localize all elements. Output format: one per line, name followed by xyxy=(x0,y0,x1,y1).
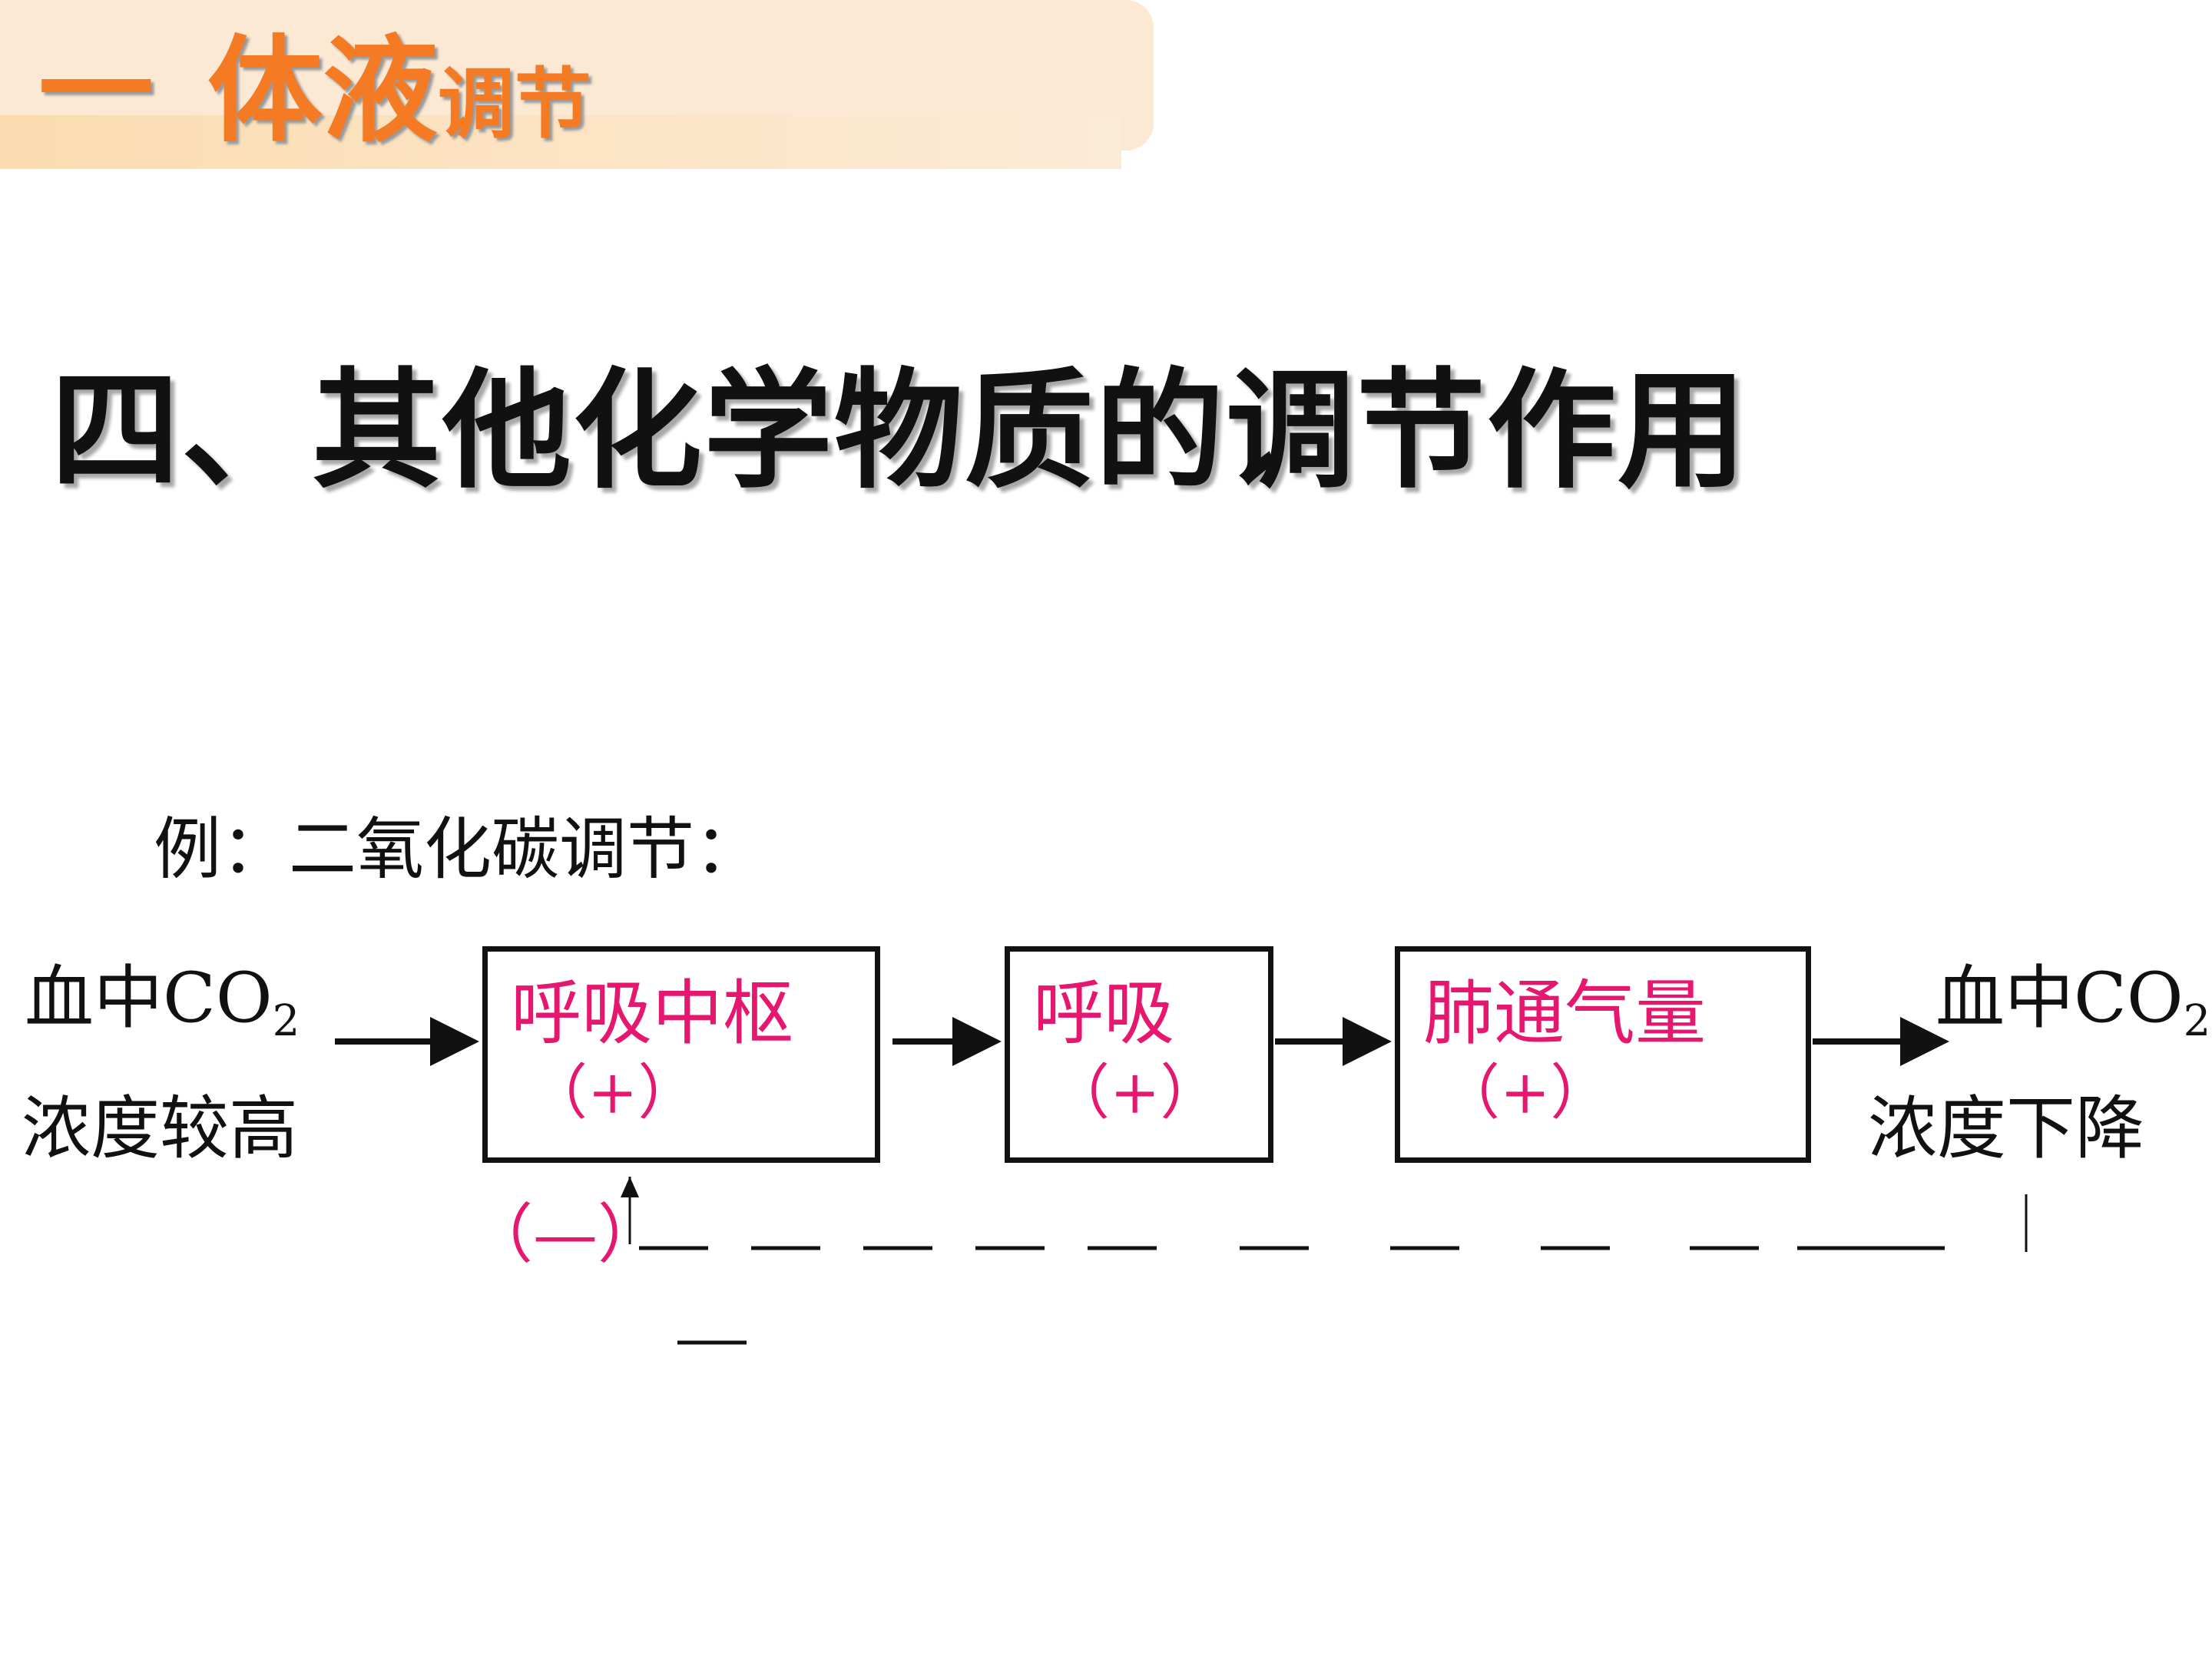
section-title-sub: 调节 xyxy=(438,59,592,149)
box-lung-ventilation: 肺通气量 （+） xyxy=(1395,946,1811,1163)
page-title: 四、其他化学物质的调节作用 xyxy=(51,356,1748,506)
output-co2-subscript: 2 xyxy=(2183,996,2211,1046)
box-lung-ventilation-label: 肺通气量 xyxy=(1423,972,1707,1055)
box-respiration-label: 呼吸 xyxy=(1033,972,1175,1055)
box-respiration: 呼吸 （+） xyxy=(1005,946,1273,1163)
input-label-line1: 血中CO2 xyxy=(25,964,300,1043)
output-label-line2: 浓度下降 xyxy=(1868,1088,2144,1169)
box-lung-ventilation-sign: （+） xyxy=(1440,1058,1611,1128)
input-label-line2: 浓度较高 xyxy=(22,1088,298,1169)
header-underline-strip xyxy=(0,115,1121,169)
feedback-dashed-line xyxy=(639,1246,1945,1345)
output-label-line1: 血中CO2 xyxy=(1936,964,2210,1043)
example-label: 例：二氧化碳调节： xyxy=(154,810,763,889)
box-respiratory-center-label: 呼吸中枢 xyxy=(511,972,794,1055)
box-respiratory-center: 呼吸中枢 （+） xyxy=(482,946,880,1163)
output-co2-text: 血中CO xyxy=(1936,958,2184,1038)
input-co2-subscript: 2 xyxy=(272,996,300,1046)
box-respiratory-center-sign: （+） xyxy=(528,1058,698,1128)
box-respiration-sign: （+） xyxy=(1050,1058,1220,1128)
input-co2-text: 血中CO xyxy=(25,958,273,1038)
section-title-main: 体液 xyxy=(207,25,439,158)
section-header: 一 体液 调节 xyxy=(38,3,591,149)
section-number: 一 xyxy=(38,25,154,158)
